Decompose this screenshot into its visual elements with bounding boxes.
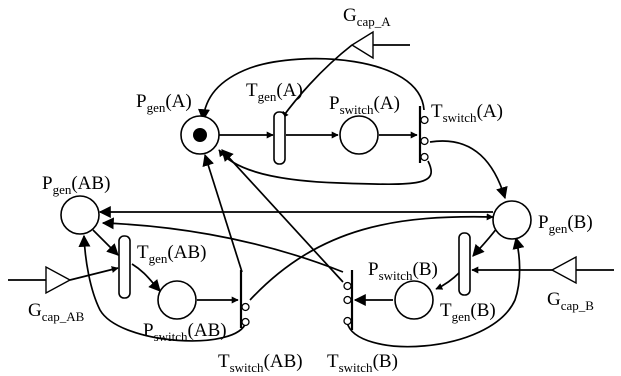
label-t-gen-ab: Tgen(AB) [137,242,206,266]
label-p-switch-a: Pswitch(A) [329,93,400,117]
place-p-gen-ab [60,195,100,235]
label-t-switch-b: Tswitch(B) [327,351,398,375]
arc-tgenAB-pswitchAB [131,263,161,292]
place-p-switch-a [339,115,379,155]
arc-pgenB-tgenB [472,227,498,257]
arc-gcapAB-tgenAB [69,266,119,281]
arc-gcapA-tgenA [281,44,353,119]
arc-tswitchAB-pgenAB-loop [78,234,247,342]
arc-tswitchB-pgenB-loop [346,236,525,348]
label-t-gen-a: Tgen(A) [246,80,303,104]
arc-tswitchA-bottom-loop [218,149,433,186]
transition-t-switch-ab [239,270,250,328]
label-g-cap-ab: Gcap_AB [28,300,85,324]
label-t-switch-ab: Tswitch(AB) [218,351,303,375]
label-g-cap-a: Gcap_A [343,5,391,29]
arc-tswitchAB-pgenA [202,153,243,273]
place-p-gen-b [492,200,532,240]
arc-tswitchAB-pgenB [249,213,494,301]
label-p-gen-ab: Pgen(AB) [42,173,110,197]
label-t-gen-b: Tgen(B) [440,300,496,324]
source-g-cap-a [350,30,410,60]
arc-tswitchA-pgenA-loop [198,57,425,122]
token-p-gen-a [193,128,207,142]
transition-t-gen-a [273,111,286,165]
label-g-cap-b: Gcap_B [547,289,594,313]
label-p-switch-b: Pswitch(B) [368,259,438,283]
label-t-switch-a: Tswitch(A) [431,101,503,125]
place-p-switch-ab [157,280,197,320]
label-p-gen-b: Pgen(B) [538,212,593,236]
arc-tswitchA-pgenB [429,140,508,200]
transition-t-gen-b [458,232,471,296]
source-g-cap-ab [8,265,72,295]
transition-t-switch-b [343,270,354,330]
arc-tswitchB-pgenAB [101,217,344,273]
place-p-switch-b [394,280,434,320]
transition-t-switch-a [418,106,429,163]
label-p-switch-ab: Pswitch(AB) [143,320,227,344]
label-p-gen-a: Pgen(A) [136,91,192,115]
transition-t-gen-ab [118,235,131,299]
arc-pgenAB-tgenAB [92,229,119,256]
arcs [69,44,552,348]
source-g-cap-b [550,255,614,285]
arc-tswitchB-pgenA [221,149,344,283]
arc-tgenB-pswitchB [435,271,461,290]
